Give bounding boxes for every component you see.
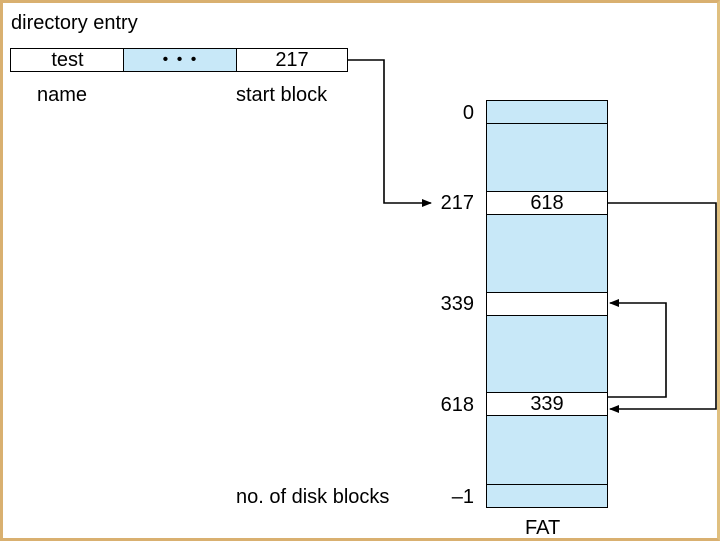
fat-index-217: 217 bbox=[440, 192, 474, 214]
fat-row-339 bbox=[486, 292, 608, 316]
fat-row-618: 339 bbox=[486, 392, 608, 416]
fat-caption: FAT bbox=[525, 517, 561, 539]
start-block-arrow bbox=[348, 59, 432, 207]
directory-entry-title: directory entry bbox=[11, 12, 138, 34]
entry-start-block-cell: 217 bbox=[236, 48, 348, 72]
pointer-arrows bbox=[348, 59, 717, 413]
chain-arrow-217-to-618 bbox=[608, 202, 717, 413]
fat-row-last bbox=[486, 484, 608, 508]
fat-index-339: 339 bbox=[440, 293, 474, 315]
fat-row-0 bbox=[486, 100, 608, 124]
fat-index-last: –1 bbox=[451, 486, 474, 508]
fat-index-0: 0 bbox=[462, 102, 474, 124]
chain-arrow-618-to-339 bbox=[608, 299, 667, 398]
start-block-label: start block bbox=[236, 84, 328, 106]
fat-row-217: 618 bbox=[486, 191, 608, 215]
name-label: name bbox=[37, 84, 88, 106]
disk-blocks-label: no. of disk blocks bbox=[236, 486, 390, 508]
fat-index-618: 618 bbox=[440, 394, 474, 416]
